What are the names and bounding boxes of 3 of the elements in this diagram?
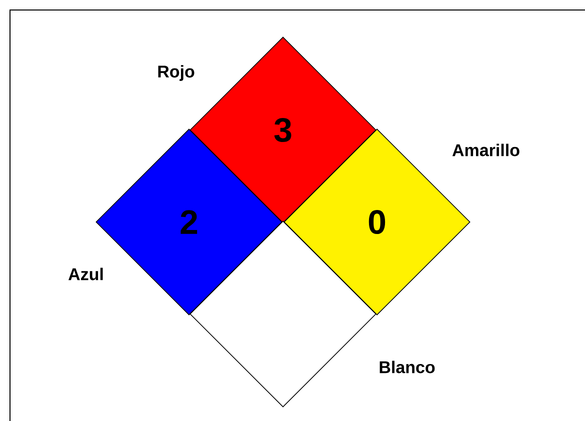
colour-label: Blanco	[380, 360, 435, 374]
colour-label: Azul	[68, 268, 103, 280]
colour-label: Amarillo	[452, 144, 520, 156]
